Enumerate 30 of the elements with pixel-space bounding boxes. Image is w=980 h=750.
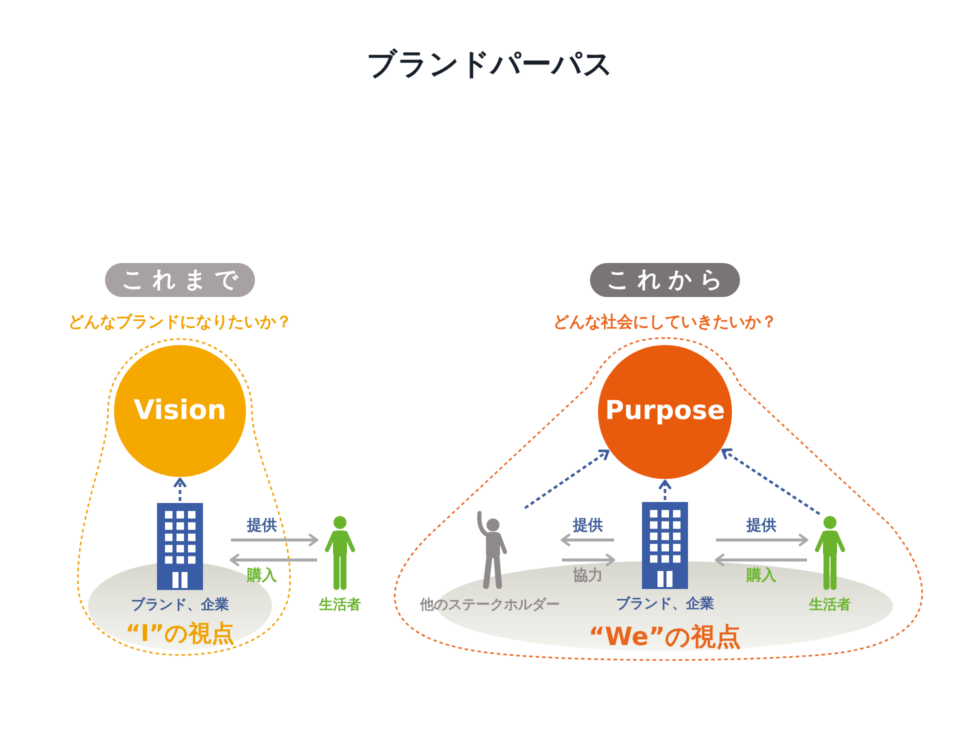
edge-label: 購入 <box>746 566 776 584</box>
arrow <box>562 554 616 566</box>
perspective-label: “I”の視点 <box>126 621 234 649</box>
question-text: どんなブランドになりたいか？ <box>68 312 292 332</box>
edge-label: 購入 <box>247 566 277 584</box>
dashed-arrow <box>658 480 672 500</box>
arrow <box>231 534 318 546</box>
period-tag: これから <box>590 263 740 297</box>
arrow <box>560 534 614 546</box>
arrow <box>714 554 807 566</box>
purpose-circle: Purpose <box>598 345 732 479</box>
node-label: 生活者 <box>809 596 851 614</box>
period-tag: これまで <box>105 263 255 297</box>
edge-label: 提供 <box>247 516 277 534</box>
dashed-arrow <box>721 448 820 516</box>
node-label: ブランド、企業 <box>131 596 229 614</box>
node-label: 他のステークホルダー <box>420 596 560 614</box>
edge-label: 協力 <box>573 566 603 584</box>
title: ブランドパーパス <box>366 46 614 84</box>
vision-circle: Vision <box>114 345 246 477</box>
node-label: ブランド、企業 <box>616 595 714 613</box>
dashed-arrow <box>524 450 610 510</box>
edge-label: 提供 <box>746 516 776 534</box>
arrow <box>716 534 808 546</box>
node-label: 生活者 <box>319 596 361 614</box>
dashed-arrow <box>174 478 186 501</box>
arrow <box>230 554 317 566</box>
perspective-label: “We”の視点 <box>588 622 742 652</box>
question-text: どんな社会にしていきたいか？ <box>553 312 777 332</box>
edge-label: 提供 <box>573 516 603 534</box>
